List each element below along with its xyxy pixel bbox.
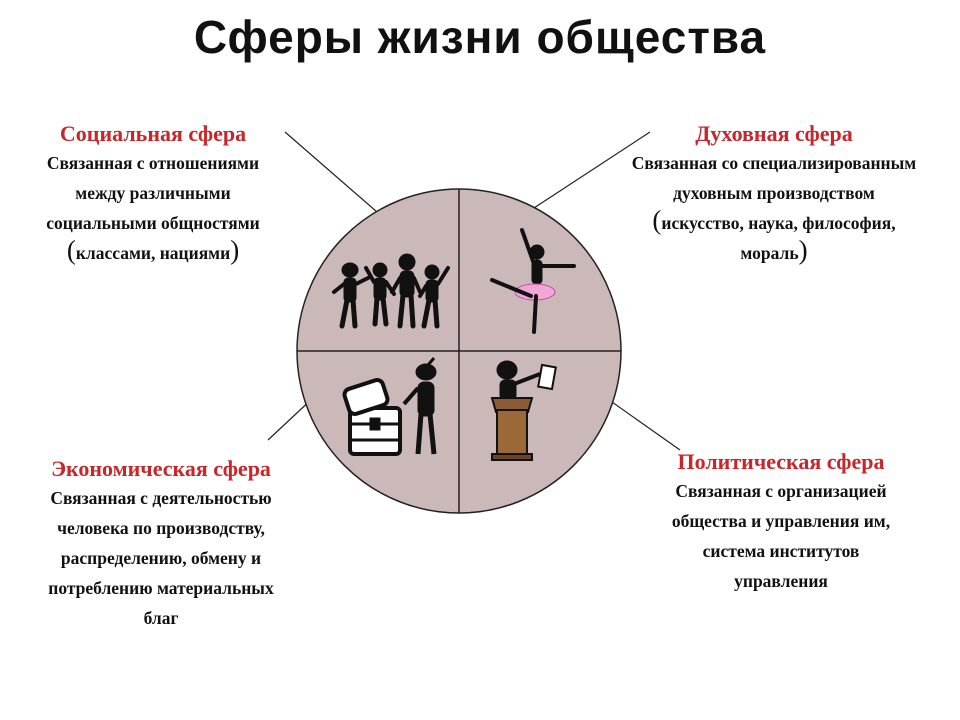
social-desc-line: между различными [75,183,231,203]
spiritual-desc-line: Связанная со специализированным [631,153,917,173]
political-desc-line: управления [734,571,828,591]
page-title: Сферы жизни общества [193,11,767,63]
treasure-chest-icon [342,357,437,456]
economic-sphere-block: Экономическая сфера Связанная с деятельн… [8,455,314,633]
spiritual-desc-line-paren: (искусство, наука, философия, [652,205,896,235]
economic-sphere-description: Связанная с деятельностью человека по пр… [8,483,314,633]
economic-desc-line: Связанная с деятельностью [50,488,272,508]
spiritual-desc-line-paren-end: мораль) [740,235,808,265]
spiritual-sphere-heading: Духовная сфера [695,121,853,146]
spiritual-paren-text-1: искусство, наука, философия, [661,213,896,233]
political-desc-line: система институтов [702,541,860,561]
political-desc-line: общества и управления им, [671,511,891,531]
economic-desc-line: человека по производству, [57,518,265,538]
spiritual-desc-line: духовным производством [673,183,875,203]
social-sphere-block: Социальная сфера Связанная с отношениями… [8,120,298,268]
social-sphere-heading: Социальная сфера [59,121,247,146]
dancing-people-icon [332,253,450,329]
political-sphere-heading: Политическая сфера [677,449,885,474]
speaker-podium-icon [490,360,557,461]
political-sphere-block: Политическая сфера Связанная с организац… [628,448,934,596]
social-desc-line: Связанная с отношениями [46,153,260,173]
economic-desc-line: благ [143,608,179,628]
connector-social [284,131,393,226]
spiritual-sphere-block: Духовная сфера Связанная со специализиро… [588,120,960,268]
spiritual-sphere-description: Связанная со специализированным духовным… [588,148,960,268]
social-desc-line-paren: (классами, нациями) [66,235,240,265]
political-sphere-description: Связанная с организацией общества и упра… [628,476,934,596]
political-desc-line: Связанная с организацией [675,481,887,501]
social-paren-text: классами, нациями [75,243,231,263]
economic-desc-line: распределению, обмену и [60,548,262,568]
spiritual-paren-text-2: мораль [740,243,799,263]
economic-sphere-heading: Экономическая сфера [51,456,271,481]
economic-desc-line: потреблению материальных [48,578,274,598]
social-sphere-description: Связанная с отношениями между различными… [8,148,298,268]
social-desc-line: социальными общностями [46,213,260,233]
ballerina-icon [490,228,576,334]
